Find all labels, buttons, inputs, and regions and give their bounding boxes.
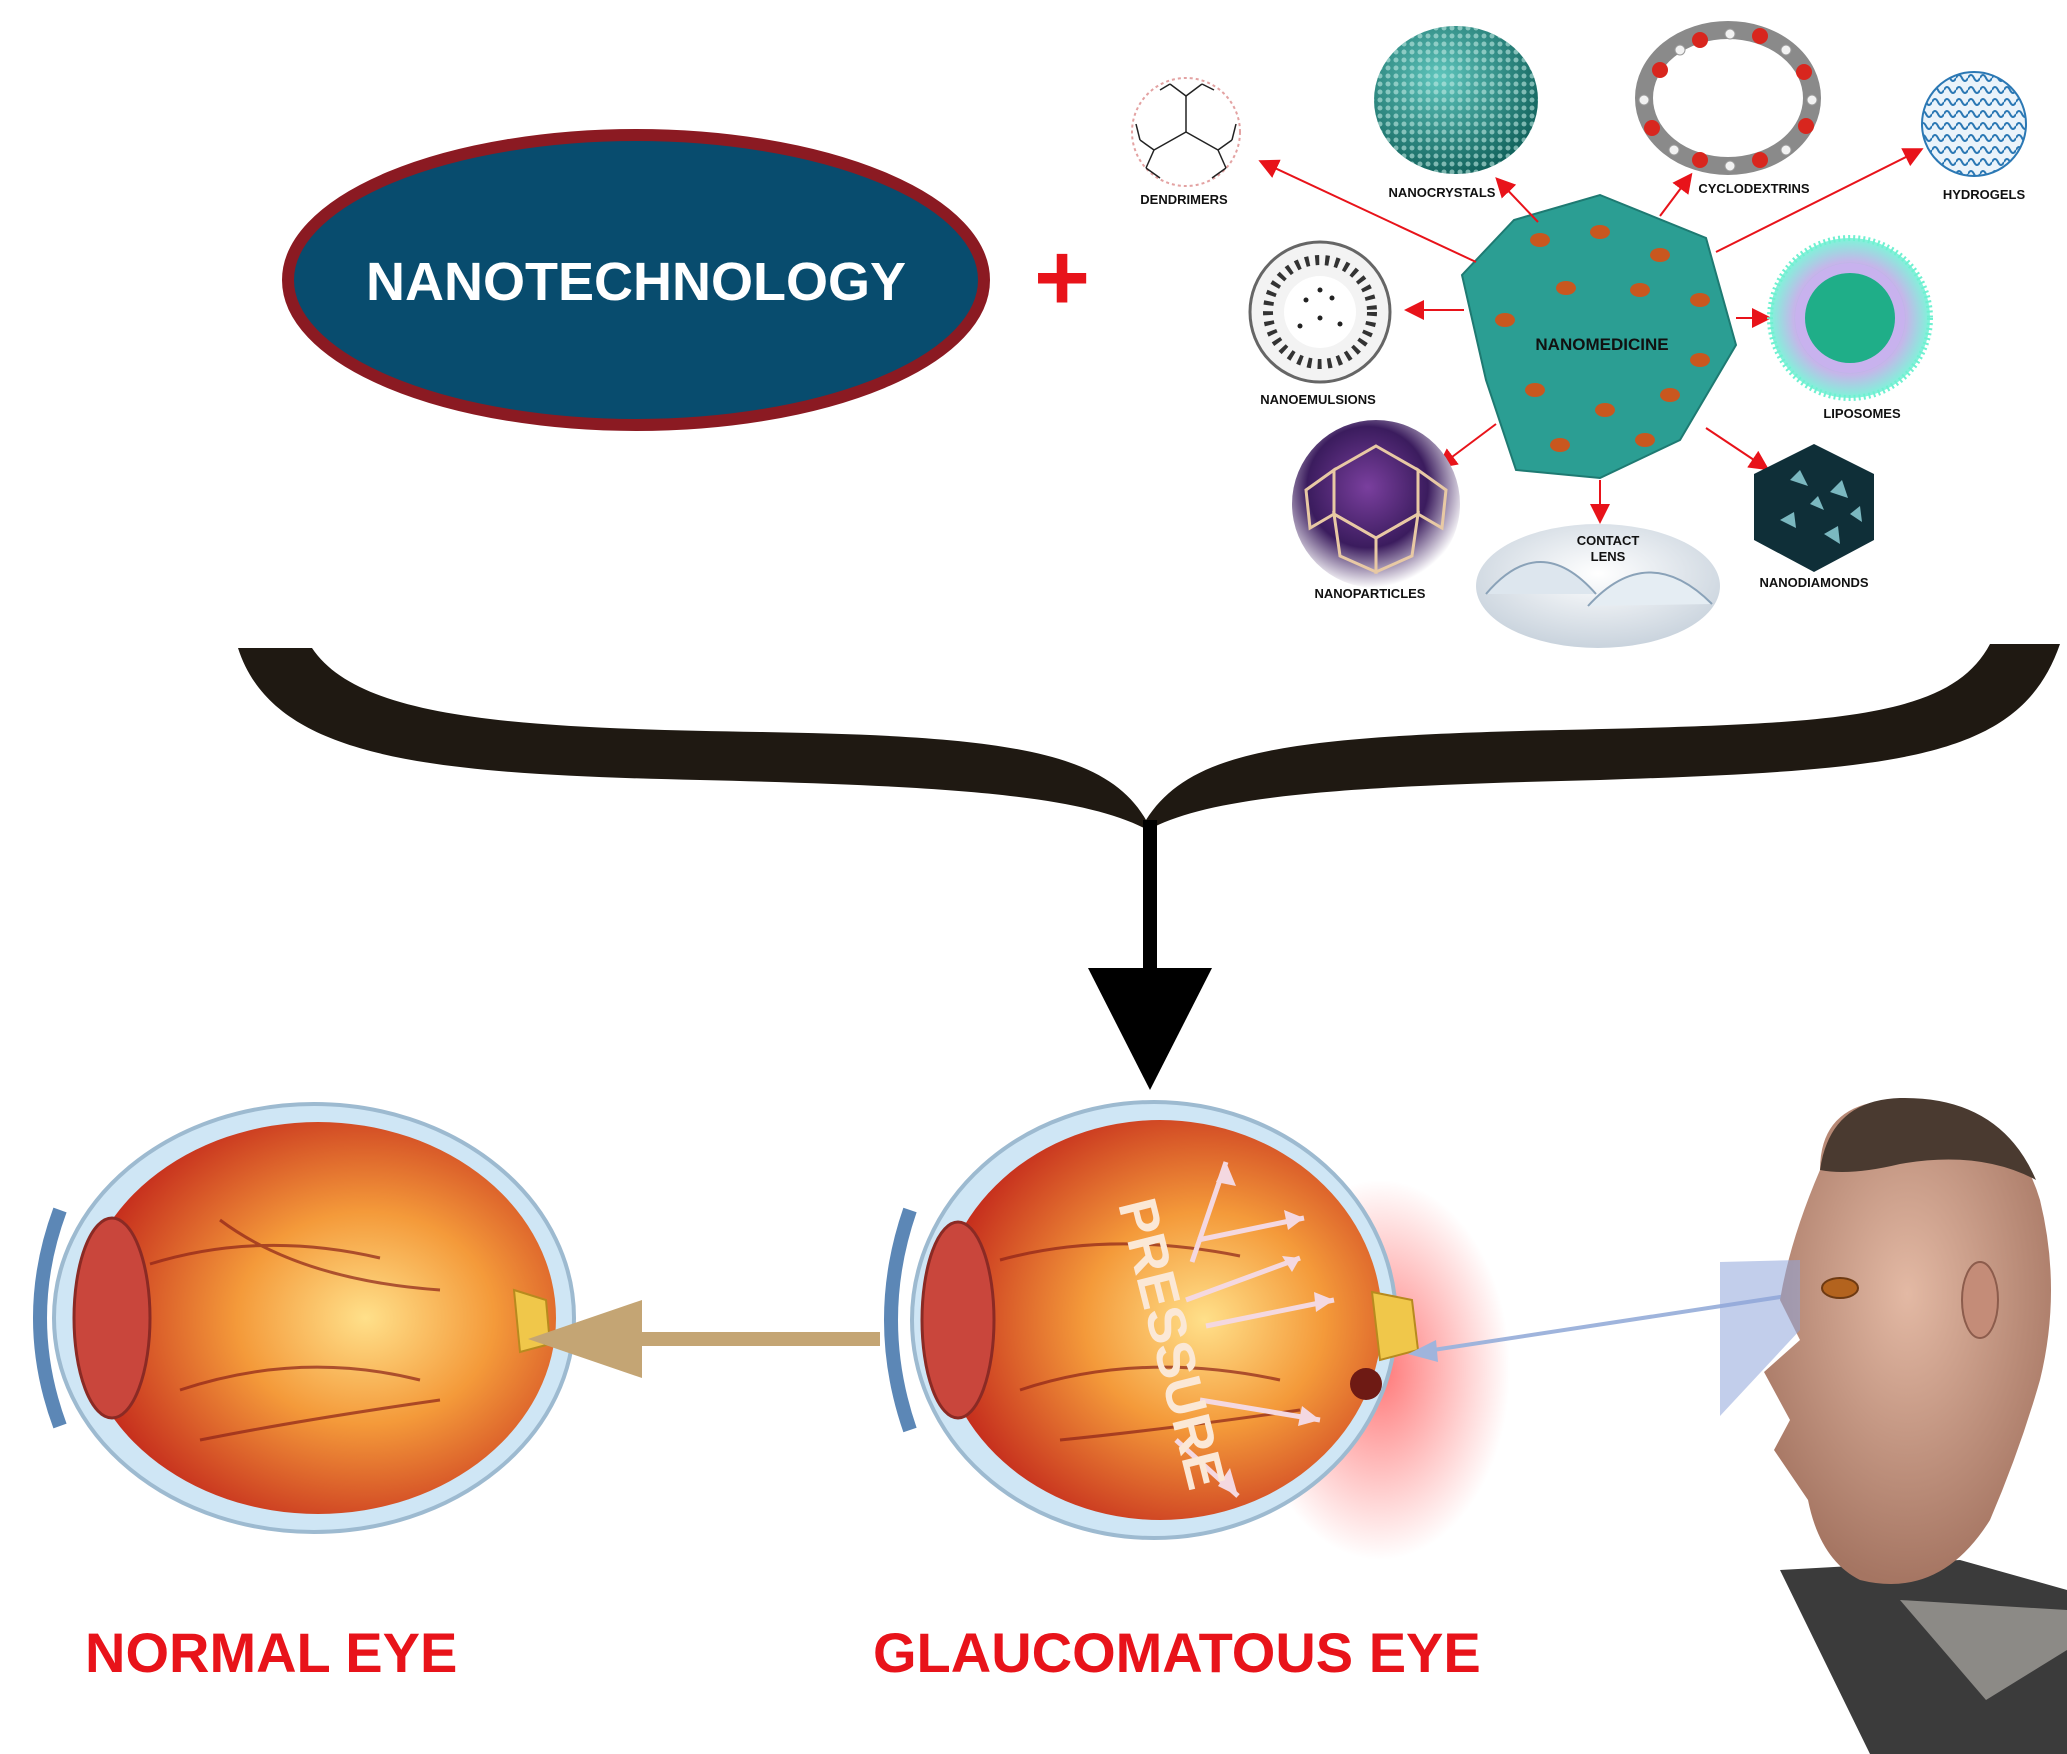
liposome-image (1767, 235, 1933, 401)
cyclodextrins-label: CYCLODEXTRINS (1698, 181, 1810, 196)
nanoemulsions-label: NANOEMULSIONS (1260, 392, 1376, 407)
contact-lens-label-line1: CONTACT (1577, 533, 1640, 548)
plus-sign: + (1034, 224, 1090, 331)
glaucomatous-eye-image (884, 1100, 1510, 1560)
cyclodextrin-image (1635, 21, 1821, 175)
liposomes-label: LIPOSOMES (1823, 406, 1901, 421)
down-arrow-head (1088, 968, 1212, 1090)
nanotechnology-label: NANOTECHNOLOGY (366, 252, 906, 312)
nanomedicine-hub (1460, 193, 1738, 480)
nanomedicine-label: NANOMEDICINE (1535, 335, 1668, 354)
glaucomatous-eye-label: GLAUCOMATOUS EYE (873, 1621, 1481, 1684)
human-head-image (1720, 1097, 2067, 1754)
nanodiamond-image (1754, 444, 1874, 572)
hub-arrows (1258, 148, 1924, 524)
nanoparticle-image (1292, 420, 1460, 588)
contact-lens-label-line2: LENS (1591, 549, 1626, 564)
nanotechnology-oval (282, 129, 990, 431)
nanodiamonds-label: NANODIAMONDS (1759, 575, 1868, 590)
nanocrystals-label: NANOCRYSTALS (1389, 185, 1496, 200)
contact-lens-image (1476, 524, 1720, 648)
nanocrystal-image (1374, 26, 1538, 174)
hydrogels-label: HYDROGELS (1943, 187, 2026, 202)
hydrogel-image (1921, 71, 2027, 177)
curly-brace (238, 644, 2060, 830)
return-arrow (528, 1300, 880, 1378)
normal-eye-label: NORMAL EYE (85, 1621, 457, 1684)
dendrimers-label: DENDRIMERS (1140, 192, 1228, 207)
normal-eye-image (33, 1102, 576, 1534)
nanoemulsion-image (1248, 240, 1392, 384)
down-arrow-shaft (1143, 820, 1157, 970)
nanoparticles-label: NANOPARTICLES (1315, 586, 1426, 601)
dendrimer-image (1131, 77, 1241, 187)
